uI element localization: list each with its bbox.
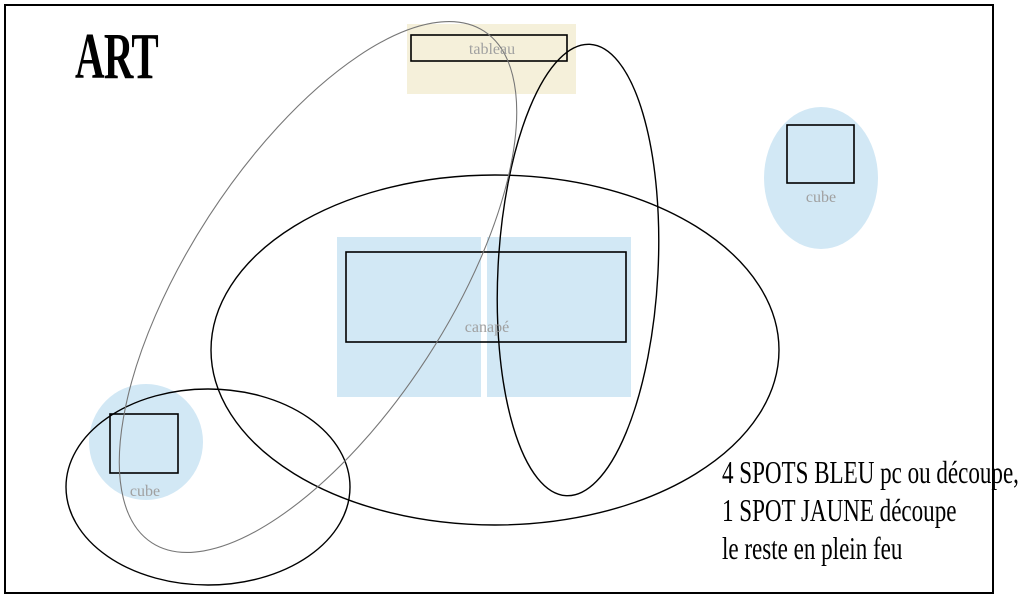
canape-label: canapé bbox=[465, 319, 509, 336]
cube-right-zone bbox=[764, 107, 878, 249]
lighting-notes: 4 SPOTS BLEU pc ou découpe, 1 SPOT JAUNE… bbox=[722, 453, 1019, 567]
cube-right-label: cube bbox=[806, 189, 836, 206]
page-title: ART bbox=[75, 20, 159, 93]
tableau-label: tableau bbox=[469, 41, 515, 58]
cube-right-box bbox=[786, 124, 855, 184]
vertical-light-ellipse bbox=[496, 43, 660, 497]
large-light-ellipse bbox=[210, 174, 780, 526]
canape-box bbox=[345, 251, 627, 343]
cube-left-box bbox=[109, 413, 179, 474]
note-line: 4 SPOTS BLEU pc ou découpe, bbox=[722, 454, 1019, 490]
note-line: le reste en plein feu bbox=[722, 530, 903, 566]
cube-left-label: cube bbox=[130, 483, 160, 500]
canape-zone-left bbox=[337, 237, 481, 397]
note-line: 1 SPOT JAUNE découpe bbox=[722, 492, 957, 528]
diagonal-light-ellipse bbox=[118, 21, 518, 553]
cube-left-zone bbox=[89, 384, 203, 500]
bottom-left-light-ellipse bbox=[65, 388, 351, 586]
plan-frame bbox=[4, 4, 994, 594]
canape-zone-right bbox=[487, 237, 631, 397]
